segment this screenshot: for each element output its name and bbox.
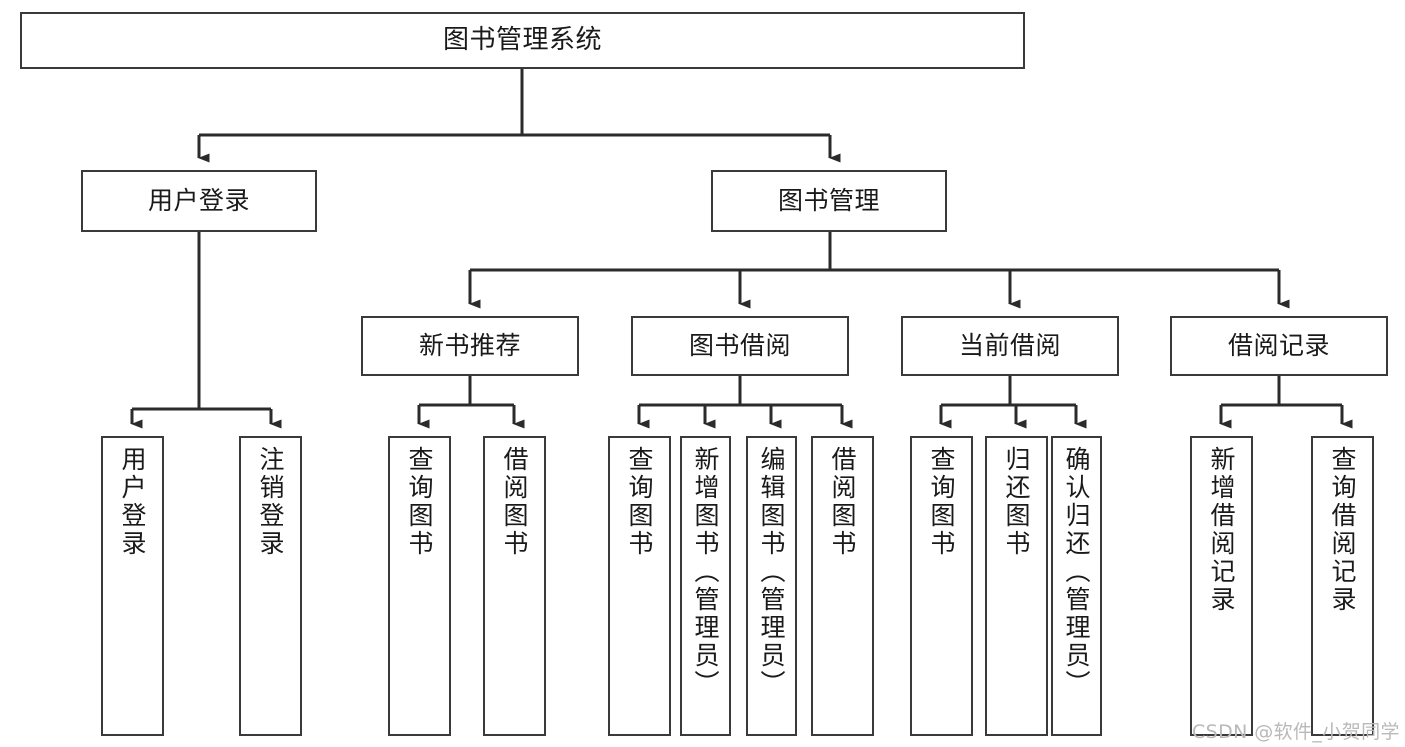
node-book-manage[interactable]: 图书管理 (711, 170, 947, 232)
node-leaf-return-book-label: 归还图书 (1002, 446, 1031, 558)
node-leaf-add-record[interactable]: 新增借阅记录 (1190, 436, 1253, 736)
node-leaf-return-book[interactable]: 归还图书 (985, 436, 1048, 736)
node-leaf-query-book-2-label: 查询图书 (625, 446, 654, 558)
node-root-label: 图书管理系统 (442, 25, 602, 56)
node-leaf-query-book-3-label: 查询图书 (927, 446, 956, 558)
node-new-book-rec[interactable]: 新书推荐 (361, 316, 579, 376)
node-leaf-borrow-book-1[interactable]: 借阅图书 (483, 436, 546, 736)
node-user-login[interactable]: 用户登录 (81, 170, 317, 232)
node-leaf-query-record[interactable]: 查询借阅记录 (1311, 436, 1374, 736)
node-current-borrow[interactable]: 当前借阅 (901, 316, 1119, 376)
node-book-borrow[interactable]: 图书借阅 (631, 316, 849, 376)
node-leaf-add-record-label: 新增借阅记录 (1207, 446, 1236, 614)
node-leaf-logout-label: 注销登录 (256, 446, 285, 558)
node-user-login-label: 用户登录 (147, 186, 250, 216)
node-borrow-record-label: 借阅记录 (1227, 331, 1330, 361)
node-leaf-user-login-label: 用户登录 (118, 446, 147, 558)
node-leaf-user-login[interactable]: 用户登录 (101, 436, 164, 736)
node-new-book-rec-label: 新书推荐 (418, 331, 521, 361)
node-book-borrow-label: 图书借阅 (688, 331, 791, 361)
node-leaf-borrow-book-2-label: 借阅图书 (828, 446, 857, 558)
node-book-manage-label: 图书管理 (777, 186, 880, 216)
node-leaf-edit-book-label: 编辑图书（管理员） (757, 446, 786, 698)
node-leaf-query-book-3[interactable]: 查询图书 (910, 436, 973, 736)
node-borrow-record[interactable]: 借阅记录 (1170, 316, 1388, 376)
node-leaf-add-book-label: 新增图书（管理员） (691, 446, 720, 698)
csdn-watermark: CSDN @软件_小贺同学 (1192, 721, 1400, 743)
node-leaf-confirm-return-label: 确认归还（管理员） (1062, 446, 1091, 698)
node-leaf-edit-book[interactable]: 编辑图书（管理员） (746, 436, 797, 736)
node-leaf-borrow-book-1-label: 借阅图书 (500, 446, 529, 558)
node-leaf-borrow-book-2[interactable]: 借阅图书 (811, 436, 874, 736)
node-leaf-query-book-1-label: 查询图书 (405, 446, 434, 558)
node-leaf-add-book[interactable]: 新增图书（管理员） (680, 436, 731, 736)
node-root[interactable]: 图书管理系统 (20, 12, 1025, 69)
node-current-borrow-label: 当前借阅 (958, 331, 1061, 361)
node-leaf-logout[interactable]: 注销登录 (239, 436, 302, 736)
node-leaf-query-book-2[interactable]: 查询图书 (608, 436, 671, 736)
node-leaf-query-book-1[interactable]: 查询图书 (388, 436, 451, 736)
node-leaf-query-record-label: 查询借阅记录 (1328, 446, 1357, 614)
node-leaf-confirm-return[interactable]: 确认归还（管理员） (1051, 436, 1102, 736)
